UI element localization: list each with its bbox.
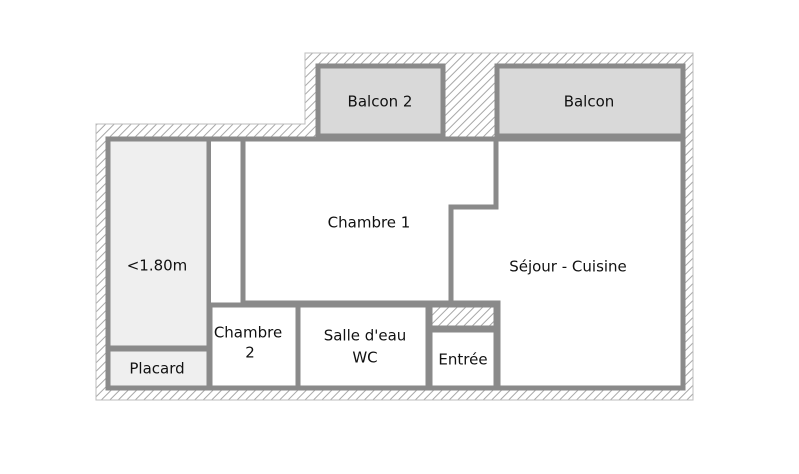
label-salle-eau-line1: Salle d'eau (324, 327, 407, 345)
salle-eau-area (295, 302, 431, 391)
label-balcon: Balcon (564, 93, 615, 111)
low-ceiling-area (105, 136, 212, 351)
shaft-above-entree (427, 302, 499, 331)
label-chambre-2-line2: 2 (245, 344, 255, 362)
label-balcon-2: Balcon 2 (348, 93, 413, 111)
balcon-area (494, 63, 686, 139)
inner-wall-outline (105, 136, 686, 391)
label-salle-eau-line2: WC (352, 349, 377, 367)
label-placard: Placard (129, 360, 184, 378)
balcon-2-area (315, 63, 446, 139)
label-low-ceiling: <1.80m (127, 257, 188, 275)
label-chambre-1: Chambre 1 (328, 214, 411, 232)
label-chambre-2-line1: Chambre (214, 324, 282, 342)
pillar-between-balconies (444, 64, 496, 136)
label-entree: Entrée (438, 351, 487, 369)
label-sejour-cuisine: Séjour - Cuisine (509, 258, 627, 276)
chambre-2-corridor (209, 138, 245, 310)
entree-area (427, 327, 499, 391)
